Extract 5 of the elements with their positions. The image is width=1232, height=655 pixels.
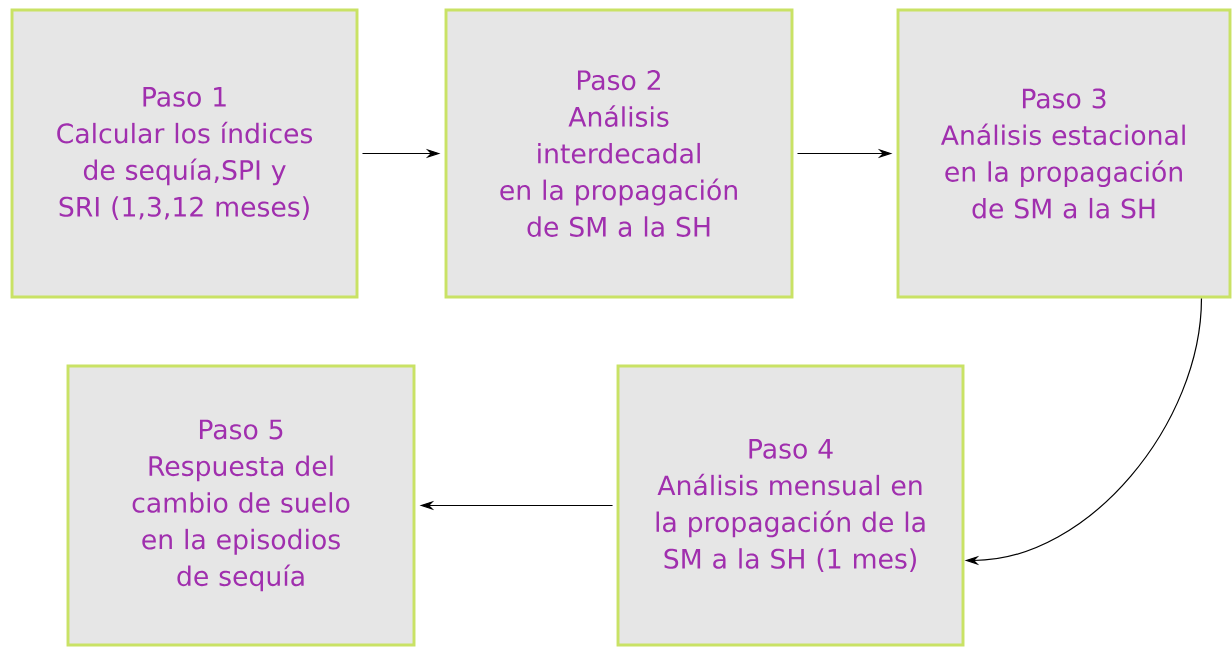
process-box: Paso 3 Análisis estacional en la propagación de SM a la SH xyxy=(896,8,1232,299)
process-box: Paso 1 Calcular los índices de sequía,SPI y SRI (1,3,12 meses) xyxy=(10,8,359,299)
process-box: Paso 2 Análisis interdecadal en la propagación de SM a la SH xyxy=(444,8,794,299)
process-box: Paso 4 Análisis mensual en la propagación de la SM a la SH (1 mes) xyxy=(616,364,965,647)
process-box: Paso 5 Respuesta del cambio de suelo en la episodios de sequía xyxy=(66,364,416,647)
